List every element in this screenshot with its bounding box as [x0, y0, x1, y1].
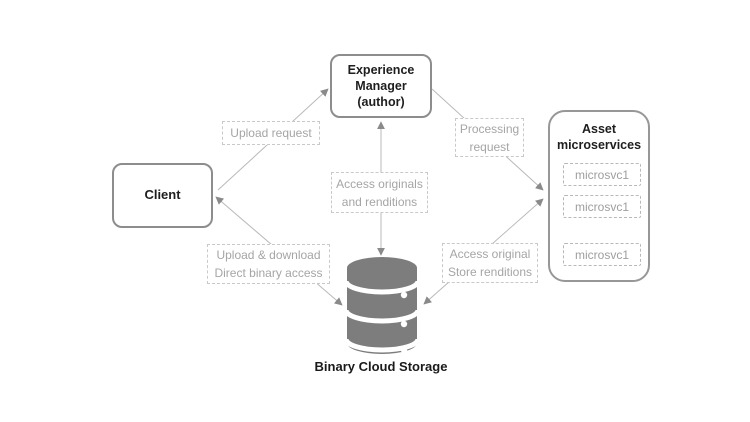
edge-label-access-original-store: Access original Store renditions: [442, 243, 538, 283]
asset-microservices-title: Asset microservices: [556, 122, 642, 153]
edge-label-upload-request: Upload request: [222, 121, 320, 145]
microservice-box-2: microsvc1: [563, 195, 641, 218]
edge-label-processing-request: Processing request: [455, 118, 524, 157]
node-client: Client: [112, 163, 213, 228]
experience-manager-label: Experience Manager (author): [347, 63, 415, 109]
microservice-box-3: microsvc1: [563, 243, 641, 266]
edge-label-access-originals: Access originals and renditions: [331, 172, 428, 213]
client-label: Client: [144, 187, 181, 203]
node-experience-manager: Experience Manager (author): [330, 54, 432, 118]
database-cylinder-icon: [345, 257, 419, 354]
microservice-box-1: microsvc1: [563, 163, 641, 186]
binary-cloud-storage-label: Binary Cloud Storage: [314, 359, 448, 374]
edge-label-upload-download: Upload & download Direct binary access: [207, 244, 330, 284]
node-asset-microservices: Asset microservices microsvc1 microsvc1 …: [548, 110, 650, 282]
